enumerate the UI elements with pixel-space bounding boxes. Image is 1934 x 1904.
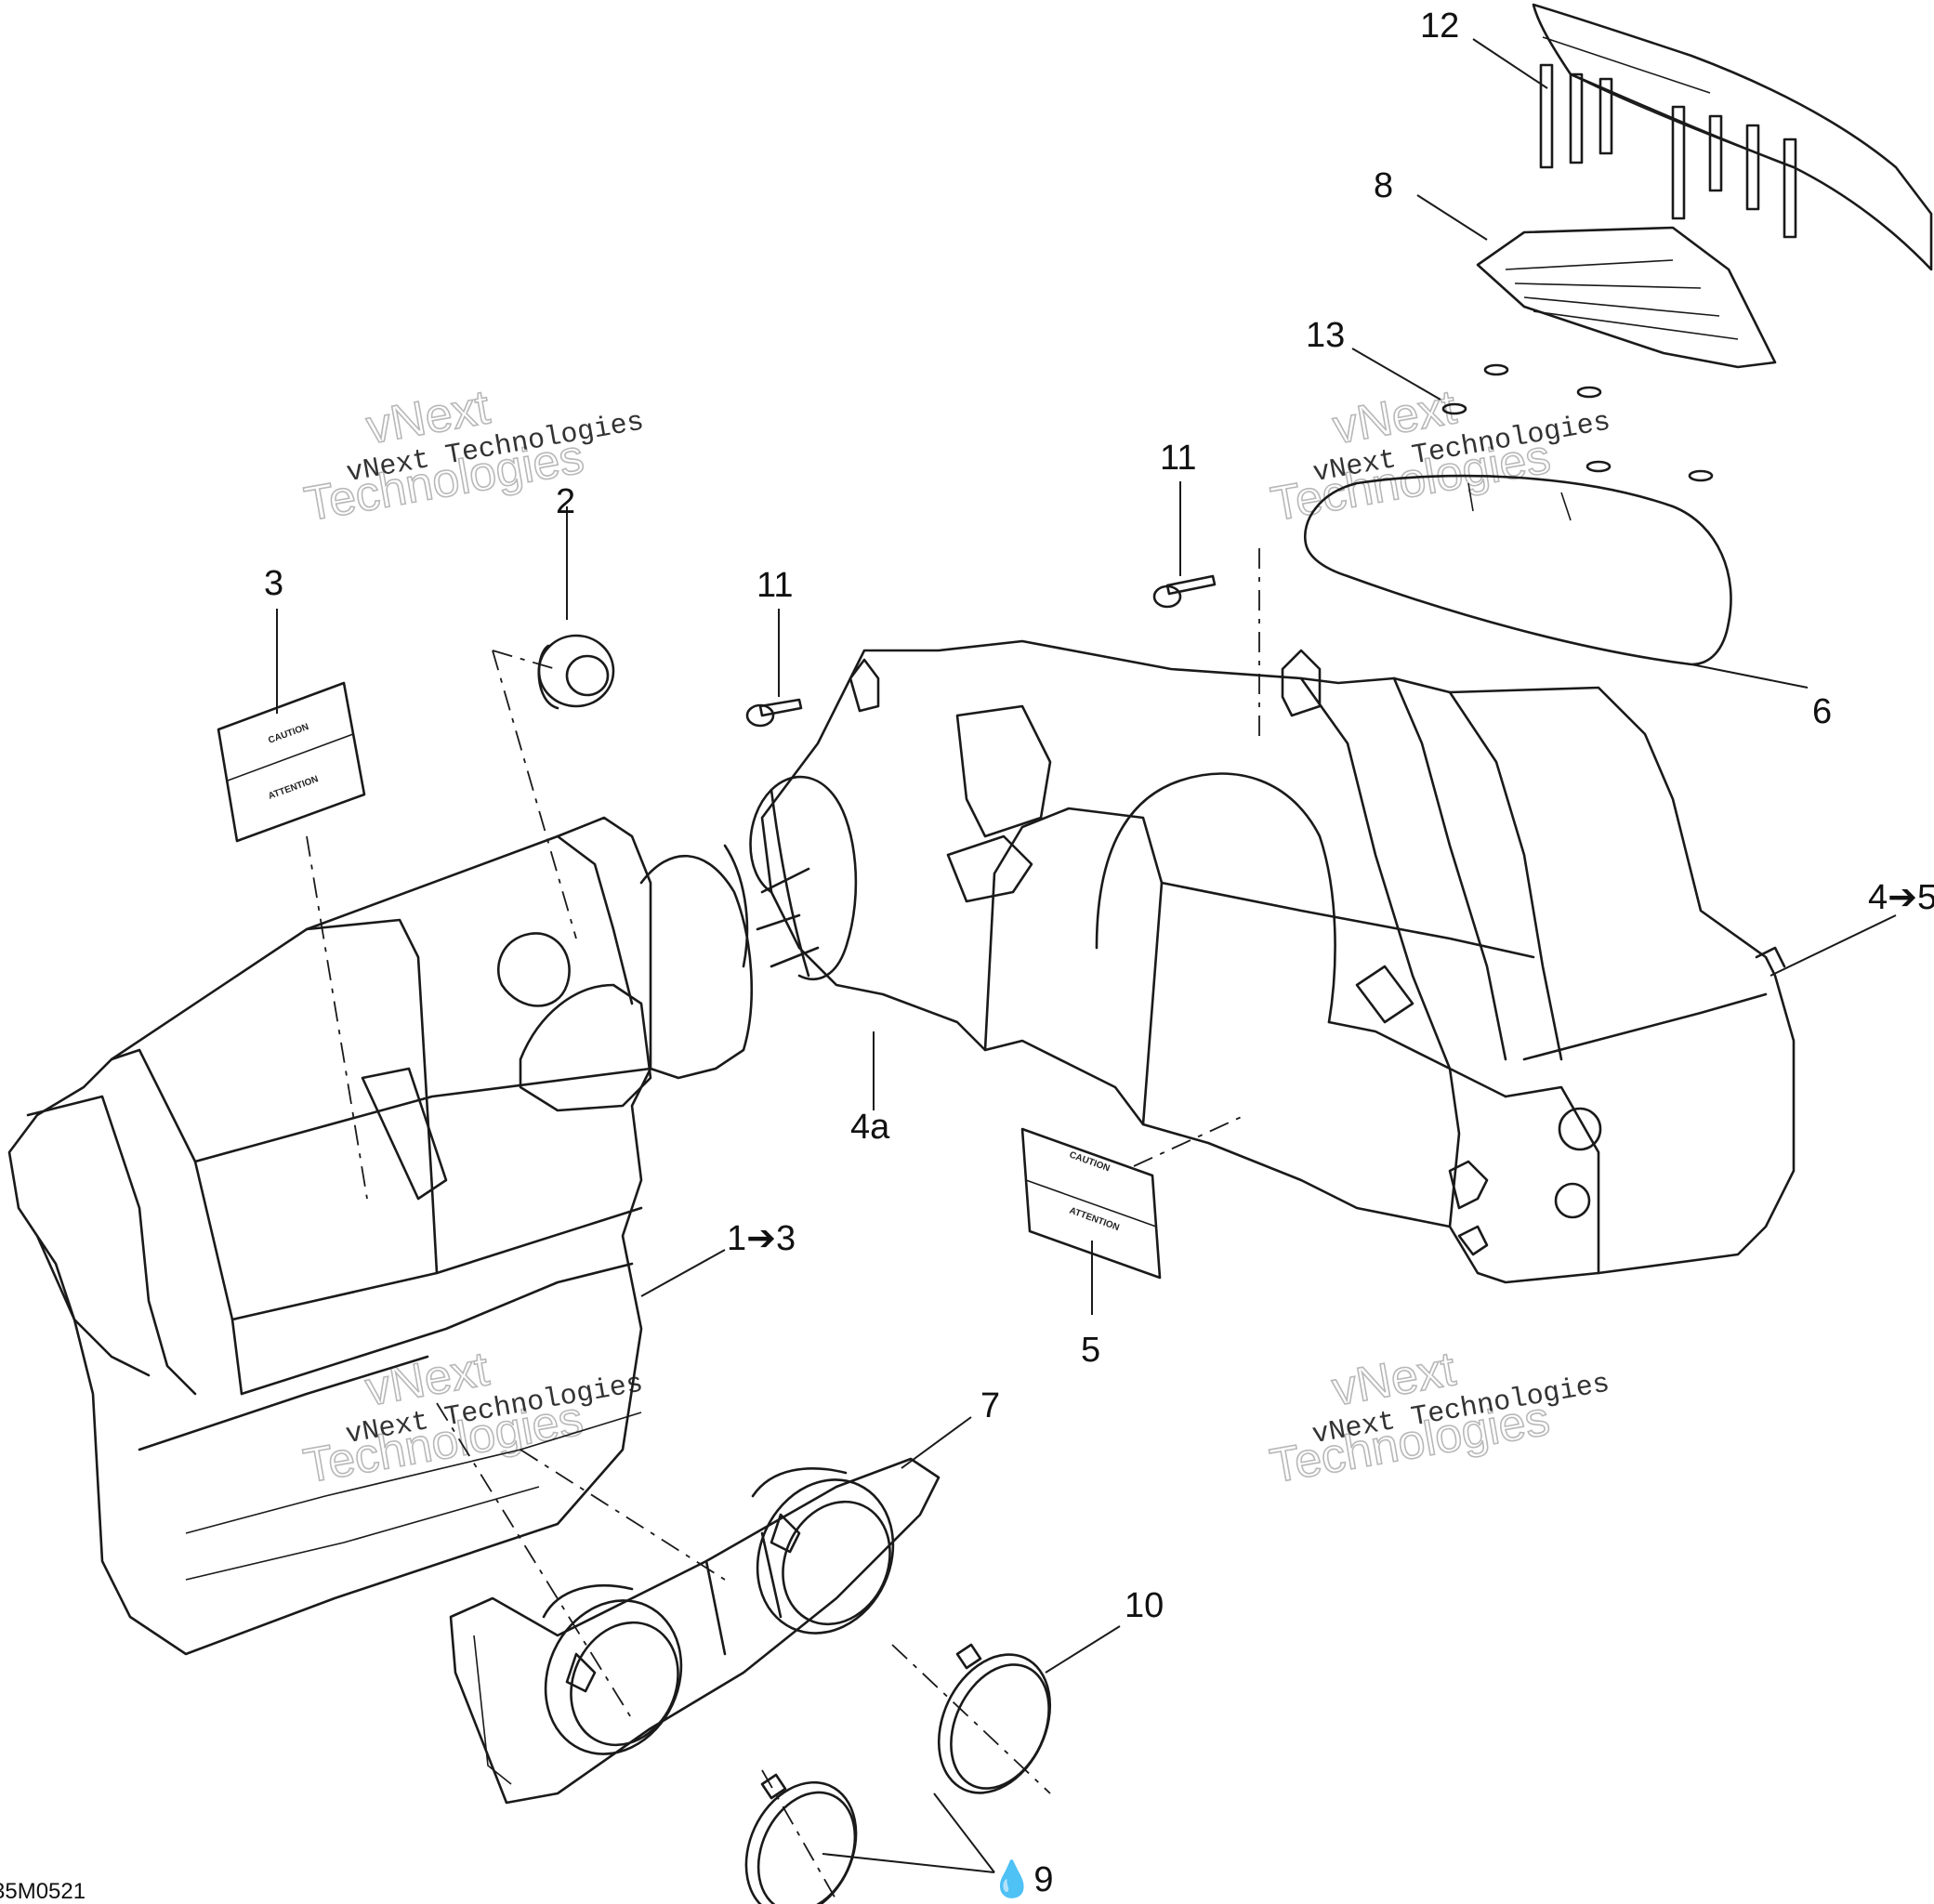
part-11-screw-left: [745, 698, 803, 728]
leader-lines: [276, 38, 1897, 1873]
part-7-adaptor-plate: [449, 1457, 941, 1805]
callout-11-right: 11: [1160, 439, 1196, 478]
callout-7: 7: [980, 1386, 1000, 1425]
part-4a-airbox-body: [749, 639, 1796, 1284]
part-3-decal-left: CAUTION ATTENTION: [217, 681, 366, 843]
part-10-hose-clamp: [937, 1643, 1052, 1794]
part-11-screw-right: [1152, 574, 1217, 609]
callout-11-left: 11: [756, 566, 793, 605]
part-8-grille-plate: [1476, 226, 1777, 369]
watermark-right-bottom: vNext Technologies vNext Technologies: [1266, 1341, 1612, 1494]
part-6-foam-filter: [1303, 474, 1732, 666]
callout-9: 💧9: [990, 1858, 1053, 1899]
callout-12: 12: [1420, 7, 1459, 46]
assembly-lines: [306, 548, 1260, 1901]
callout-13: 13: [1306, 316, 1345, 355]
callout-8: 8: [1374, 166, 1393, 205]
callout-6: 6: [1812, 692, 1832, 731]
callout-2: 2: [556, 482, 575, 521]
callout-1-to-3: 1➔3: [727, 1219, 796, 1258]
svg-text:ATTENTION: ATTENTION: [1068, 1205, 1121, 1233]
part-1-airbox-housing: [7, 816, 753, 1656]
watermark-left-bottom: vNext Technologies vNext Technologies: [299, 1341, 646, 1494]
watermark-left-top: vNext Technologies vNext Technologies: [300, 379, 647, 532]
part-12-cover-with-pins: [1532, 3, 1933, 271]
callout-10: 10: [1125, 1586, 1164, 1625]
callout-4-to-5: 4➔5: [1868, 878, 1934, 917]
callout-4a: 4a: [850, 1108, 890, 1147]
svg-text:CAUTION: CAUTION: [267, 722, 310, 746]
callout-5: 5: [1081, 1331, 1100, 1370]
part-13-pads: [1441, 363, 1714, 482]
part-2-grommet: [537, 634, 615, 710]
watermark-right-top: vNext Technologies vNext Technologies: [1267, 379, 1613, 532]
callouts: 12 8 13 11 11 2 3 6 4➔5 4a 1➔3 5 7 10 💧9: [264, 7, 1934, 1899]
part-9-hose-clamp: [744, 1773, 858, 1904]
reference-code: 35M0521: [0, 1879, 86, 1904]
svg-text:ATTENTION: ATTENTION: [267, 774, 320, 802]
callout-3: 3: [264, 564, 283, 603]
